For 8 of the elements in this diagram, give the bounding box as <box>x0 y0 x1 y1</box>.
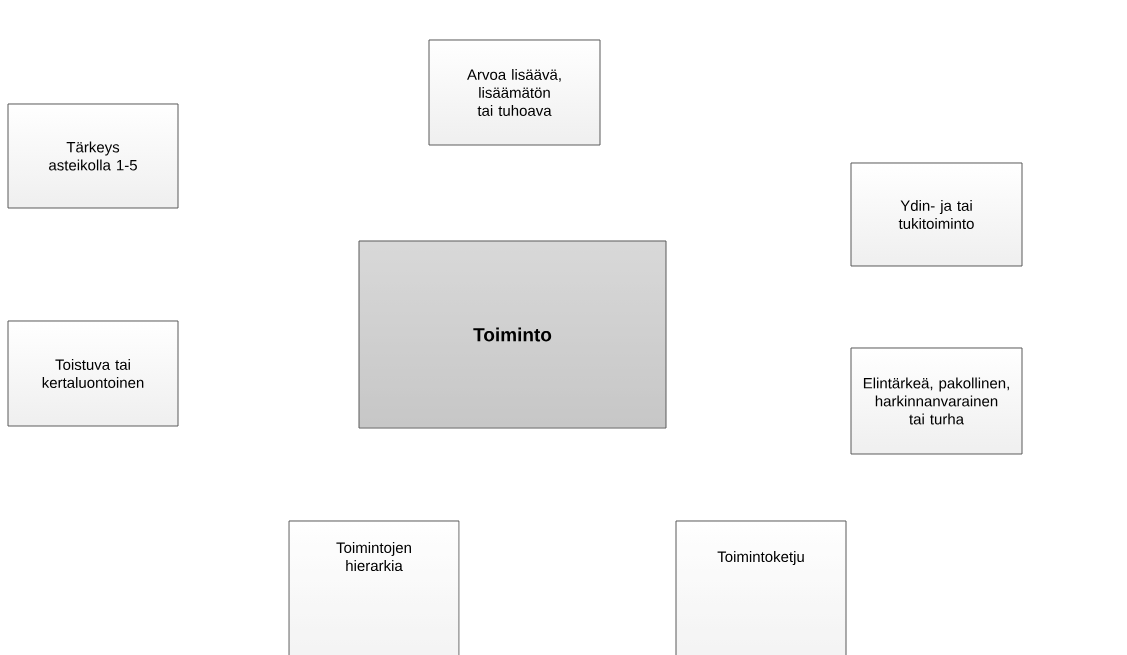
text-box: Elintärkeä, pakollinen, harkinnanvarainen tai turha <box>850 347 1023 455</box>
text-box: Arvoa lisäävä, lisäämätön tai tuhoava <box>428 39 601 146</box>
central-box: Toiminto <box>358 240 667 429</box>
text-box: Toistuva tai kertaluontoinen <box>7 320 179 427</box>
text-box: Toimintojen hierarkia <box>288 520 460 655</box>
text-box: Toimintoketju <box>675 520 847 655</box>
text-box: Tärkeys asteikolla 1-5 <box>7 103 179 209</box>
text-box: Ydin- ja tai tukitoiminto <box>850 162 1023 267</box>
